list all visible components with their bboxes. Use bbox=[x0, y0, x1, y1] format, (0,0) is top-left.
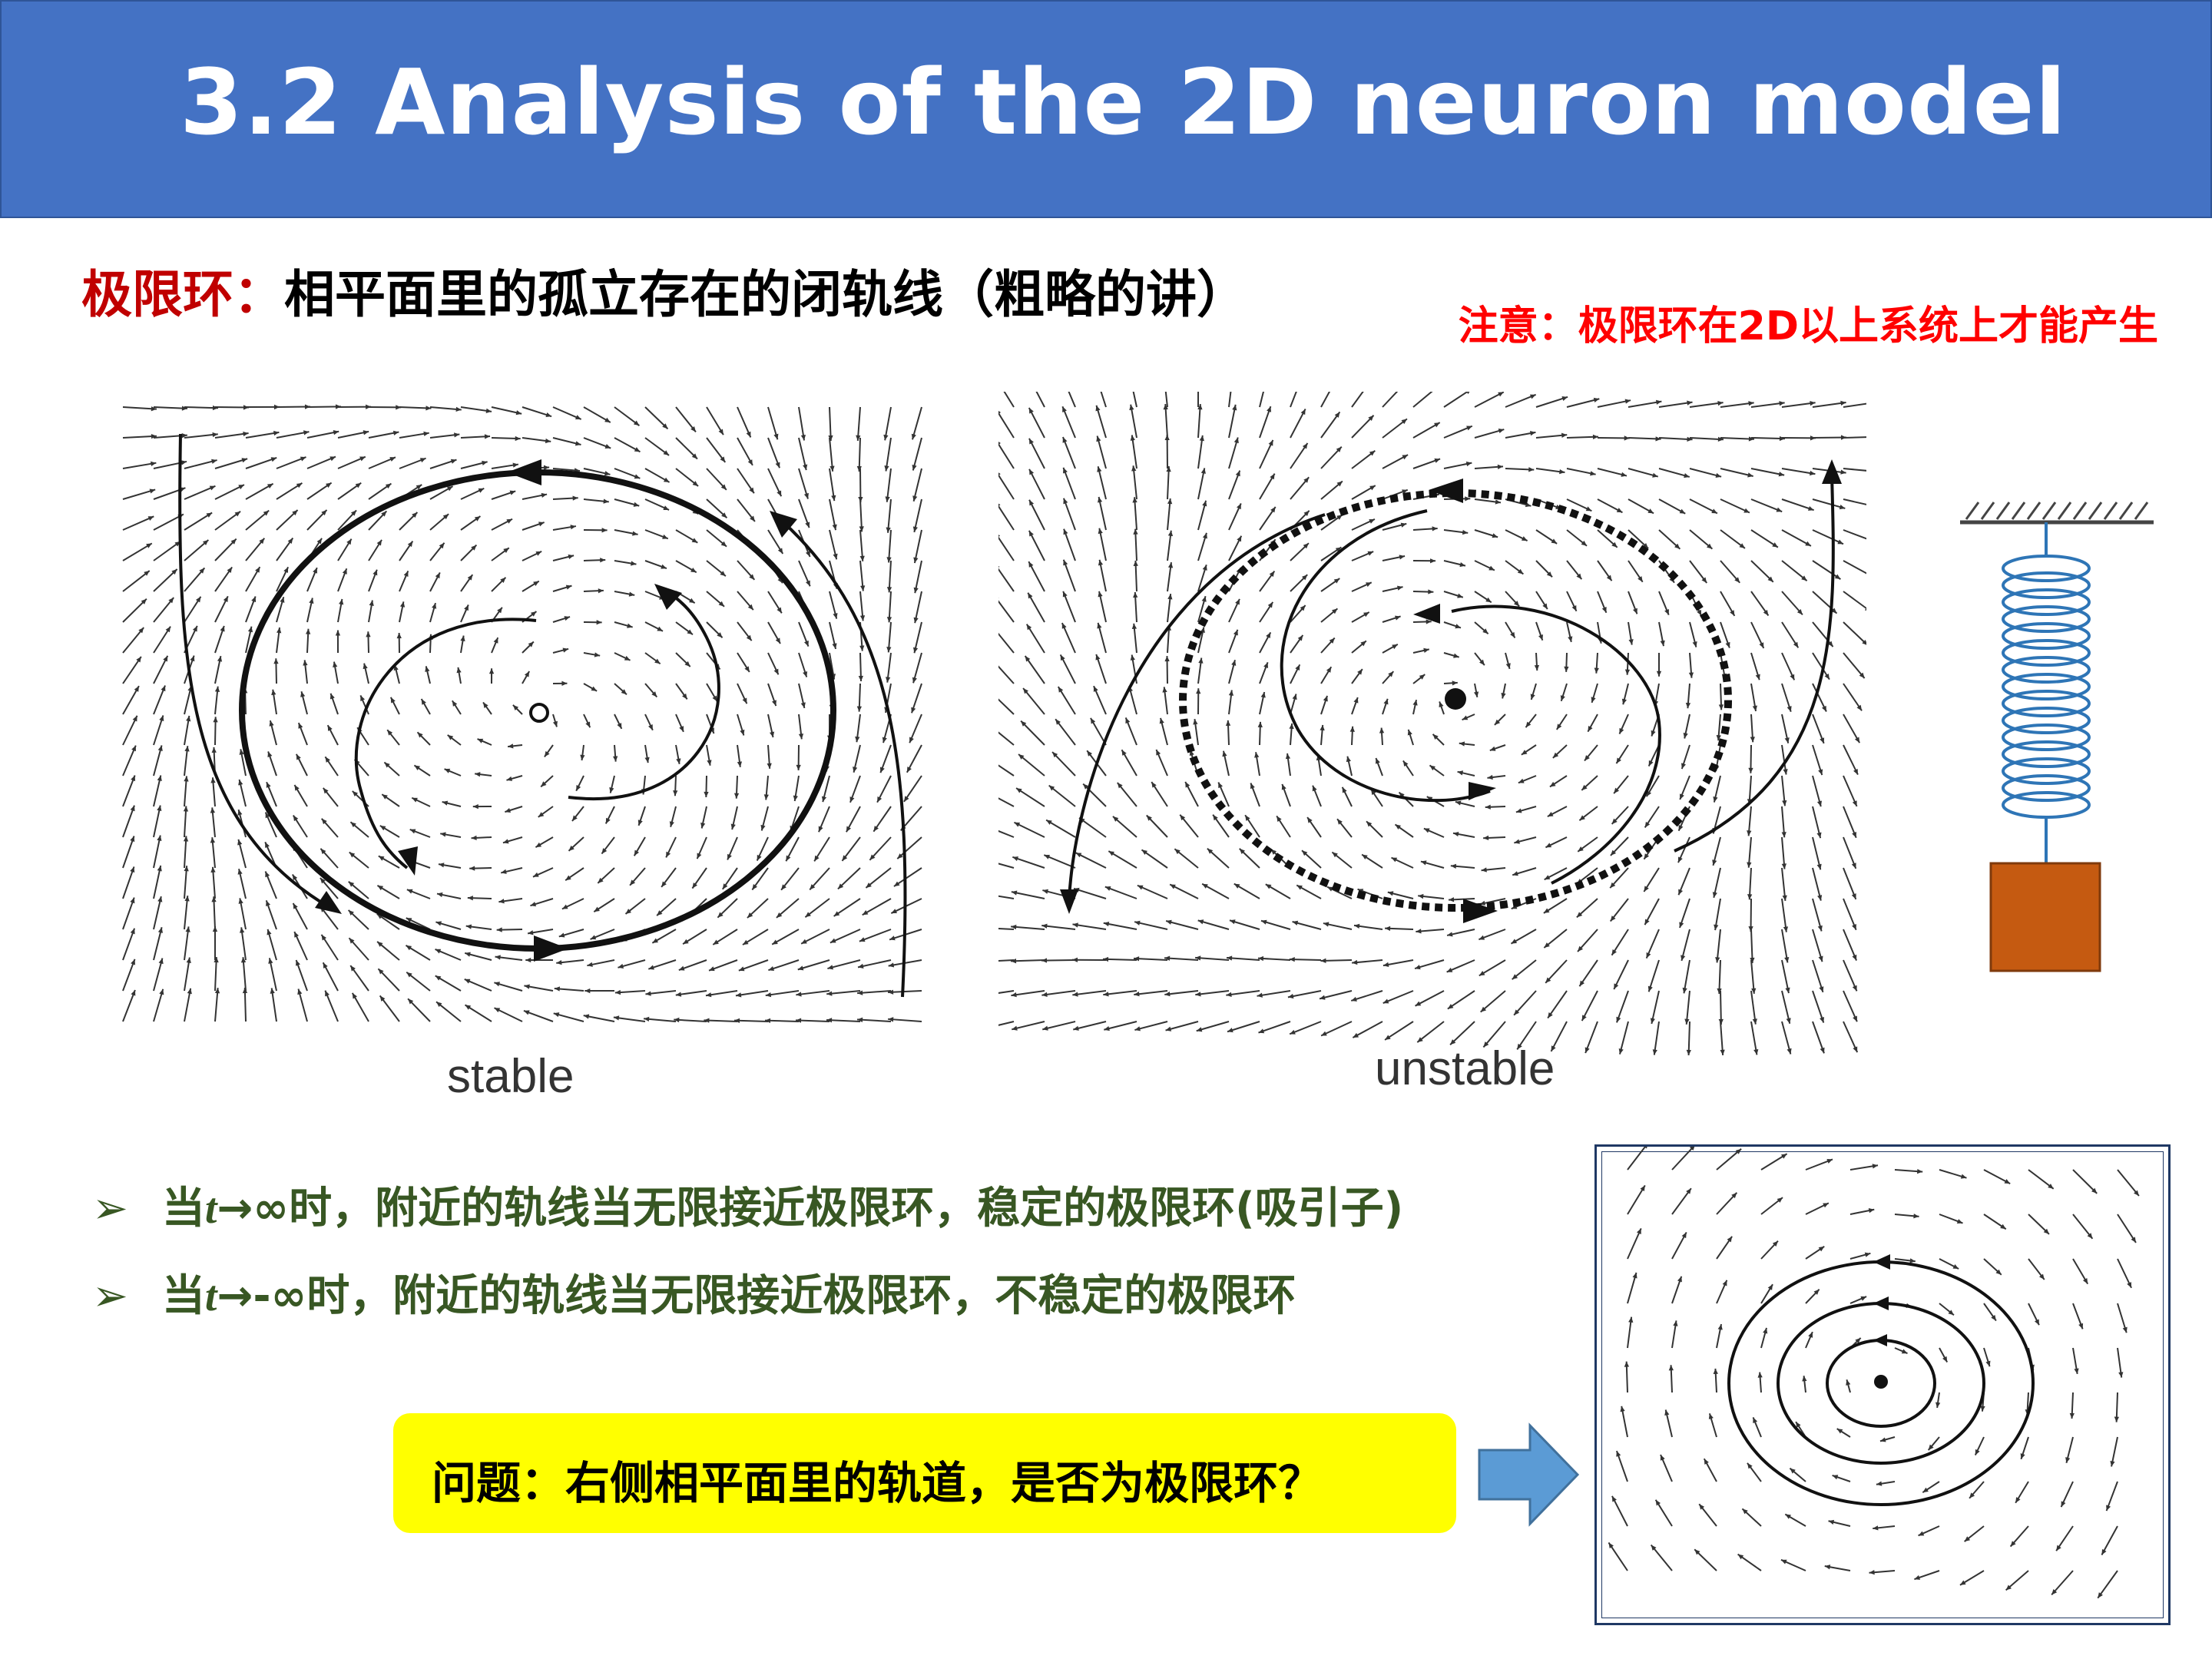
bullet-unstable: ➢当t→-∞时，附近的轨线当无限接近极限环，不稳定的极限环 bbox=[92, 1271, 1296, 1321]
center-fixed-point bbox=[1874, 1375, 1888, 1389]
bullet-stable: ➢当t→∞时，附近的轨线当无限接近极限环，稳定的极限环(吸引子) bbox=[92, 1184, 1404, 1233]
definition-line: 极限环：相平面里的孤立存在的闭轨线（粗略的讲） bbox=[81, 253, 1247, 327]
stable-inner-trajectory-1 bbox=[354, 618, 537, 869]
outer-arrow-2 bbox=[1822, 459, 1842, 484]
title-bar: 3.2 Analysis of the 2D neuron model bbox=[0, 0, 2212, 218]
cycle-arrow-top bbox=[507, 459, 541, 485]
stable-outer-trajectory-1 bbox=[178, 433, 332, 909]
center-phase-portrait bbox=[1608, 1147, 2140, 1599]
center-vector-field bbox=[1608, 1147, 2140, 1599]
unstable-phase-portrait bbox=[998, 392, 1866, 1056]
unstable-outer-trajectory-1 bbox=[1068, 513, 1326, 899]
orbit-arrow-middle bbox=[1873, 1296, 1889, 1310]
arrowhead-bullet-icon: ➢ bbox=[92, 1184, 128, 1233]
stable-outer-trajectory-2 bbox=[782, 521, 907, 998]
inner-arrow-1 bbox=[1469, 782, 1496, 800]
inner-arrow-1 bbox=[398, 846, 418, 876]
definition-text: 相平面里的孤立存在的闭轨线（粗略的讲） bbox=[284, 265, 1247, 324]
question-text: 问题：右侧相平面里的轨道，是否为极限环？ bbox=[432, 1457, 1323, 1509]
spring-coil bbox=[2002, 522, 2091, 863]
orbit-arrow-inner bbox=[1873, 1334, 1887, 1346]
stable-inner-trajectory-2 bbox=[568, 588, 720, 800]
slide-title: 3.2 Analysis of the 2D neuron model bbox=[180, 49, 2067, 155]
question-callout: 问题：右侧相平面里的轨道，是否为极限环？ bbox=[393, 1413, 1456, 1533]
unstable-label: unstable bbox=[1375, 1042, 1555, 1095]
inner-arrow-2 bbox=[654, 584, 682, 610]
orbit-arrow-outer bbox=[1873, 1254, 1890, 1270]
definition-term: 极限环： bbox=[81, 265, 284, 324]
unstable-outer-trajectory-2 bbox=[1674, 474, 1835, 853]
unstable-inner-trajectory-1 bbox=[1280, 509, 1491, 803]
ceiling-hatch bbox=[1960, 502, 2154, 525]
cycle-arrow-bottom bbox=[534, 935, 568, 962]
note-text: 注意：极限环在2D以上系统上才能产生 bbox=[1458, 303, 2158, 349]
center-phase-portrait-frame bbox=[1594, 1144, 2171, 1625]
cycle-arrow-top bbox=[1429, 478, 1463, 503]
outer-arrow-2 bbox=[770, 511, 797, 538]
stable-label: stable bbox=[447, 1050, 575, 1103]
arrowhead-bullet-icon: ➢ bbox=[92, 1271, 128, 1321]
cycle-arrow-bottom bbox=[1463, 899, 1498, 923]
unstable-inner-trajectory-2 bbox=[1451, 604, 1661, 885]
stable-phase-portrait bbox=[122, 404, 922, 1024]
mass-block bbox=[1989, 862, 2101, 972]
unstable-fixed-point bbox=[1445, 688, 1466, 710]
stable-fixed-point bbox=[529, 703, 549, 723]
outer-arrow-1 bbox=[315, 891, 342, 914]
unstable-limit-cycle bbox=[1179, 489, 1732, 912]
right-block-arrow-icon bbox=[1478, 1422, 1580, 1527]
inner-arrow-2 bbox=[1413, 604, 1440, 624]
outer-arrow-1 bbox=[1060, 889, 1078, 914]
spring-mass-diagram bbox=[1960, 502, 2154, 972]
